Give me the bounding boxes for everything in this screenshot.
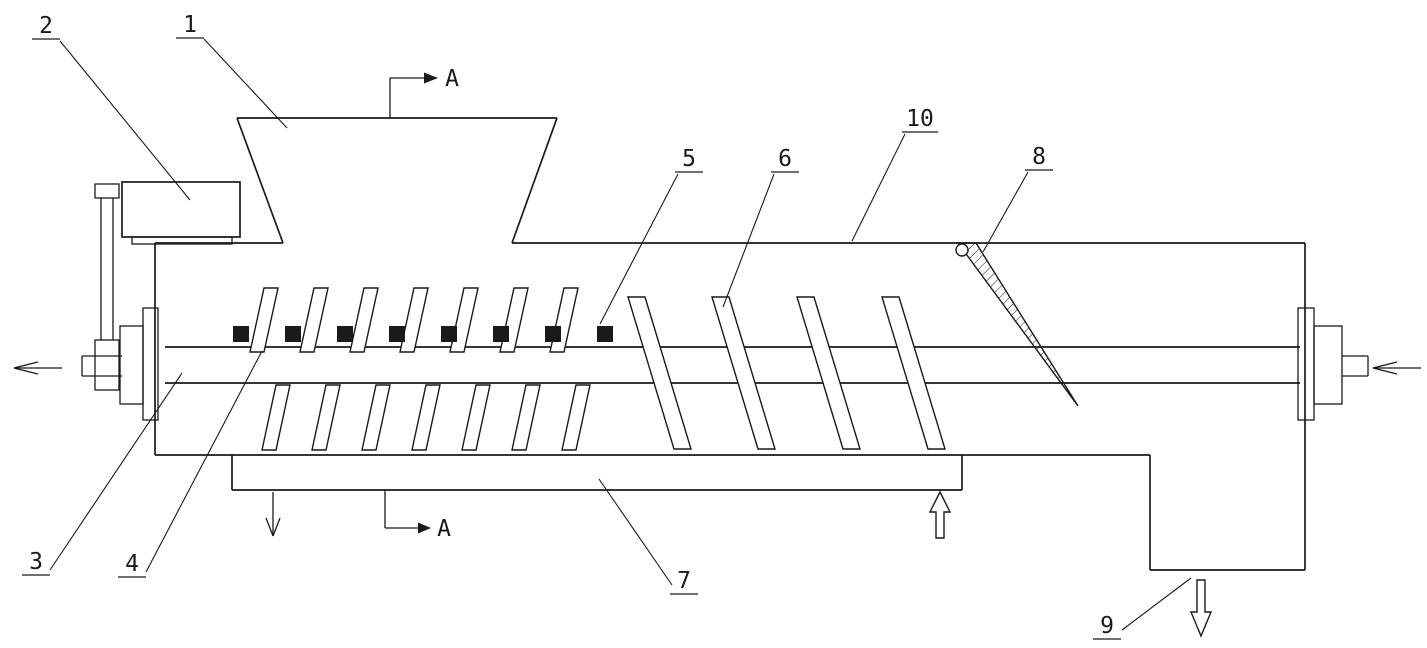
label-10: 10 (851, 106, 938, 242)
feed-hopper (236, 117, 558, 244)
leader-line-8 (982, 171, 1029, 253)
section-marker-bottom: A (384, 490, 451, 542)
leader-line-2 (59, 40, 191, 201)
paddle-blade (261, 384, 291, 451)
leader-line-9 (1121, 577, 1192, 631)
section-arrowhead (418, 522, 431, 534)
label-7: 7 (598, 478, 698, 595)
section-marker-top: A (389, 66, 459, 118)
label-4-text: 4 (125, 551, 139, 577)
label-2-text: 2 (39, 13, 53, 39)
scraper-blade (956, 242, 1079, 407)
hopper-left-wall (236, 117, 284, 244)
label-1-text: 1 (183, 12, 197, 38)
label-2: 2 (32, 13, 191, 201)
label-8-text: 8 (1032, 144, 1046, 170)
leader-line-5 (599, 173, 679, 325)
left-bearing (119, 325, 144, 405)
paddle-blade (461, 384, 491, 451)
paddle-blade (299, 287, 329, 353)
label-9: 9 (1093, 577, 1192, 640)
scraper-pivot (955, 243, 969, 257)
paddle-blade (411, 384, 441, 451)
press-blocks (233, 326, 613, 342)
label-7-text: 7 (677, 568, 691, 594)
drive-pulley (94, 183, 120, 199)
scraper (955, 242, 1079, 407)
label-5: 5 (599, 146, 703, 325)
discharge-arrow (1189, 579, 1213, 638)
drive-motor (94, 181, 241, 391)
paddle-blade (561, 384, 591, 451)
section-label-top: A (445, 66, 459, 92)
label-9-text: 9 (1100, 613, 1114, 639)
right-in-arrow (1372, 361, 1421, 375)
press-block (337, 326, 353, 342)
motor-base (131, 236, 233, 245)
label-10-text: 10 (906, 106, 934, 132)
paddle-flights-lower (261, 384, 591, 451)
barrel-housing (154, 242, 1306, 571)
shaft-pulley (94, 339, 120, 391)
label-3-text: 3 (29, 549, 43, 575)
paddle-blade (349, 287, 379, 353)
press-block (233, 326, 249, 342)
leader-line-6 (722, 173, 775, 308)
part-labels: 1 2 3 4 5 6 7 (22, 12, 1192, 640)
paddle-blade (249, 287, 279, 353)
spiral-blade (796, 296, 861, 450)
press-block (493, 326, 509, 342)
leader-line-1 (203, 38, 288, 129)
press-block (545, 326, 561, 342)
hopper-right-wall (511, 117, 558, 244)
label-4: 4 (118, 350, 263, 578)
flow-arrows (13, 361, 1421, 638)
spiral-flights (627, 296, 946, 450)
paddle-blade (399, 287, 429, 353)
label-1: 1 (176, 12, 288, 129)
press-block (285, 326, 301, 342)
label-6-text: 6 (778, 146, 792, 172)
right-bearing (1313, 325, 1343, 405)
bottom-tray (231, 455, 963, 491)
section-label-bottom: A (437, 516, 451, 542)
leader-line-10 (851, 133, 906, 242)
label-6: 6 (722, 146, 799, 308)
spiral-blade (881, 296, 946, 450)
leader-line-3 (49, 372, 183, 571)
spiral-blade (711, 296, 776, 450)
press-block (389, 326, 405, 342)
leader-line-7 (598, 478, 673, 586)
label-3: 3 (22, 372, 183, 576)
paddle-blade (361, 384, 391, 451)
air-inlet-arrow (928, 490, 952, 539)
leader-line-4 (145, 350, 263, 573)
tray-drain-arrow (265, 492, 281, 537)
label-5-text: 5 (682, 146, 696, 172)
section-arrowhead (424, 72, 438, 84)
paddle-blade (511, 384, 541, 451)
spiral-blade (627, 296, 692, 450)
press-block (441, 326, 457, 342)
label-8: 8 (982, 144, 1053, 253)
press-block (597, 326, 613, 342)
paddle-blade (311, 384, 341, 451)
left-out-arrow (13, 361, 62, 375)
